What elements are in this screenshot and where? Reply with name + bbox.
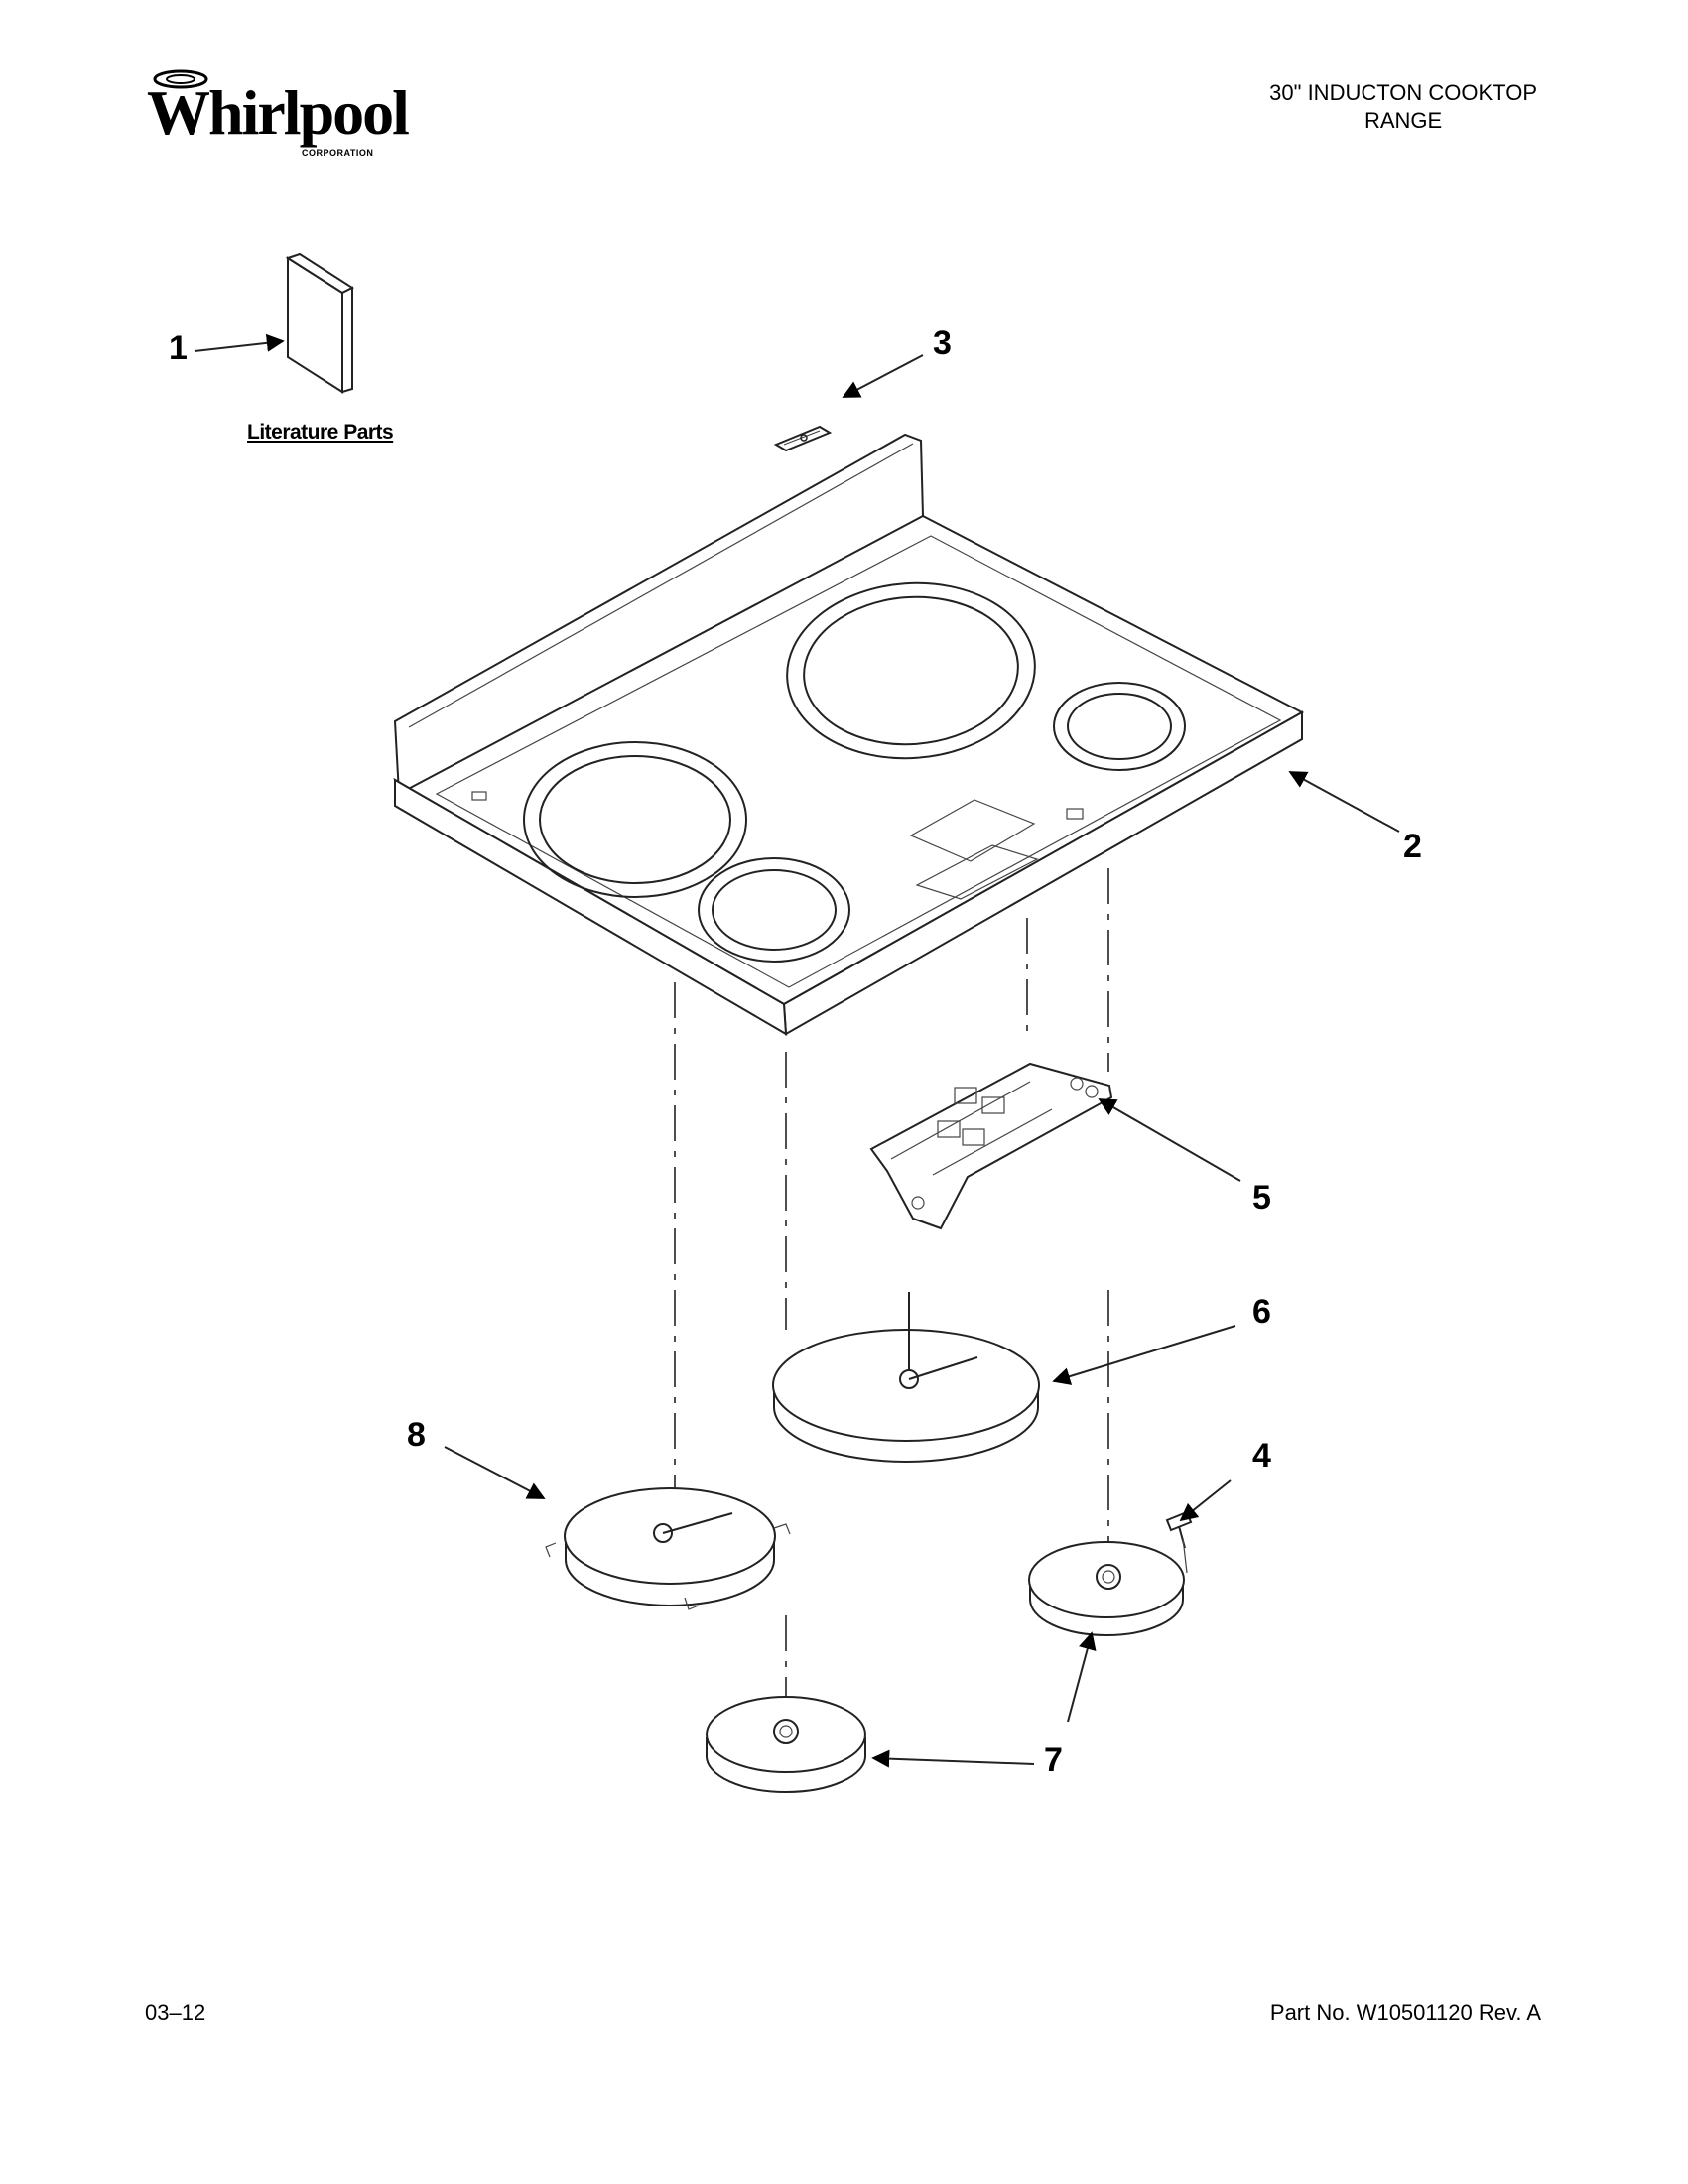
- whirlpool-logo: Whirlpool CORPORATION: [139, 67, 410, 187]
- callout-1: 1: [169, 329, 188, 367]
- callout-7: 7: [1044, 1741, 1063, 1779]
- date-code: 03–12: [145, 2000, 206, 2025]
- logo-corporation-text: CORPORATION: [302, 148, 374, 158]
- literature-booklet: [285, 252, 355, 394]
- small-induction-coil-right: [1028, 1541, 1185, 1636]
- bracket-clip: [773, 425, 833, 452]
- title-line-1: 30" INDUCTON COOKTOP: [1269, 80, 1537, 105]
- callout-2: 2: [1403, 828, 1422, 865]
- leader-arrows: [194, 333, 1400, 1768]
- callout-6: 6: [1252, 1293, 1271, 1331]
- small-induction-coil-bottom: [706, 1696, 866, 1793]
- large-induction-coil: [772, 1292, 1040, 1463]
- callout-3: 3: [933, 324, 952, 362]
- callout-8: 8: [407, 1416, 426, 1454]
- logo-wordmark: Whirlpool: [147, 77, 410, 148]
- title-line-2: RANGE: [1363, 108, 1443, 133]
- control-board: [869, 1062, 1113, 1230]
- logo-swirl-icon: [153, 69, 208, 89]
- callout-5: 5: [1252, 1179, 1271, 1217]
- cooktop-main-top: [393, 433, 1305, 1036]
- page-title: 30" INDUCTON COOKTOP RANGE: [1269, 79, 1537, 135]
- left-induction-coil: [545, 1487, 791, 1610]
- callout-4: 4: [1252, 1437, 1271, 1475]
- part-number: Part No. W10501120 Rev. A: [1269, 2000, 1541, 2025]
- literature-parts-label: Literature Parts: [247, 421, 394, 444]
